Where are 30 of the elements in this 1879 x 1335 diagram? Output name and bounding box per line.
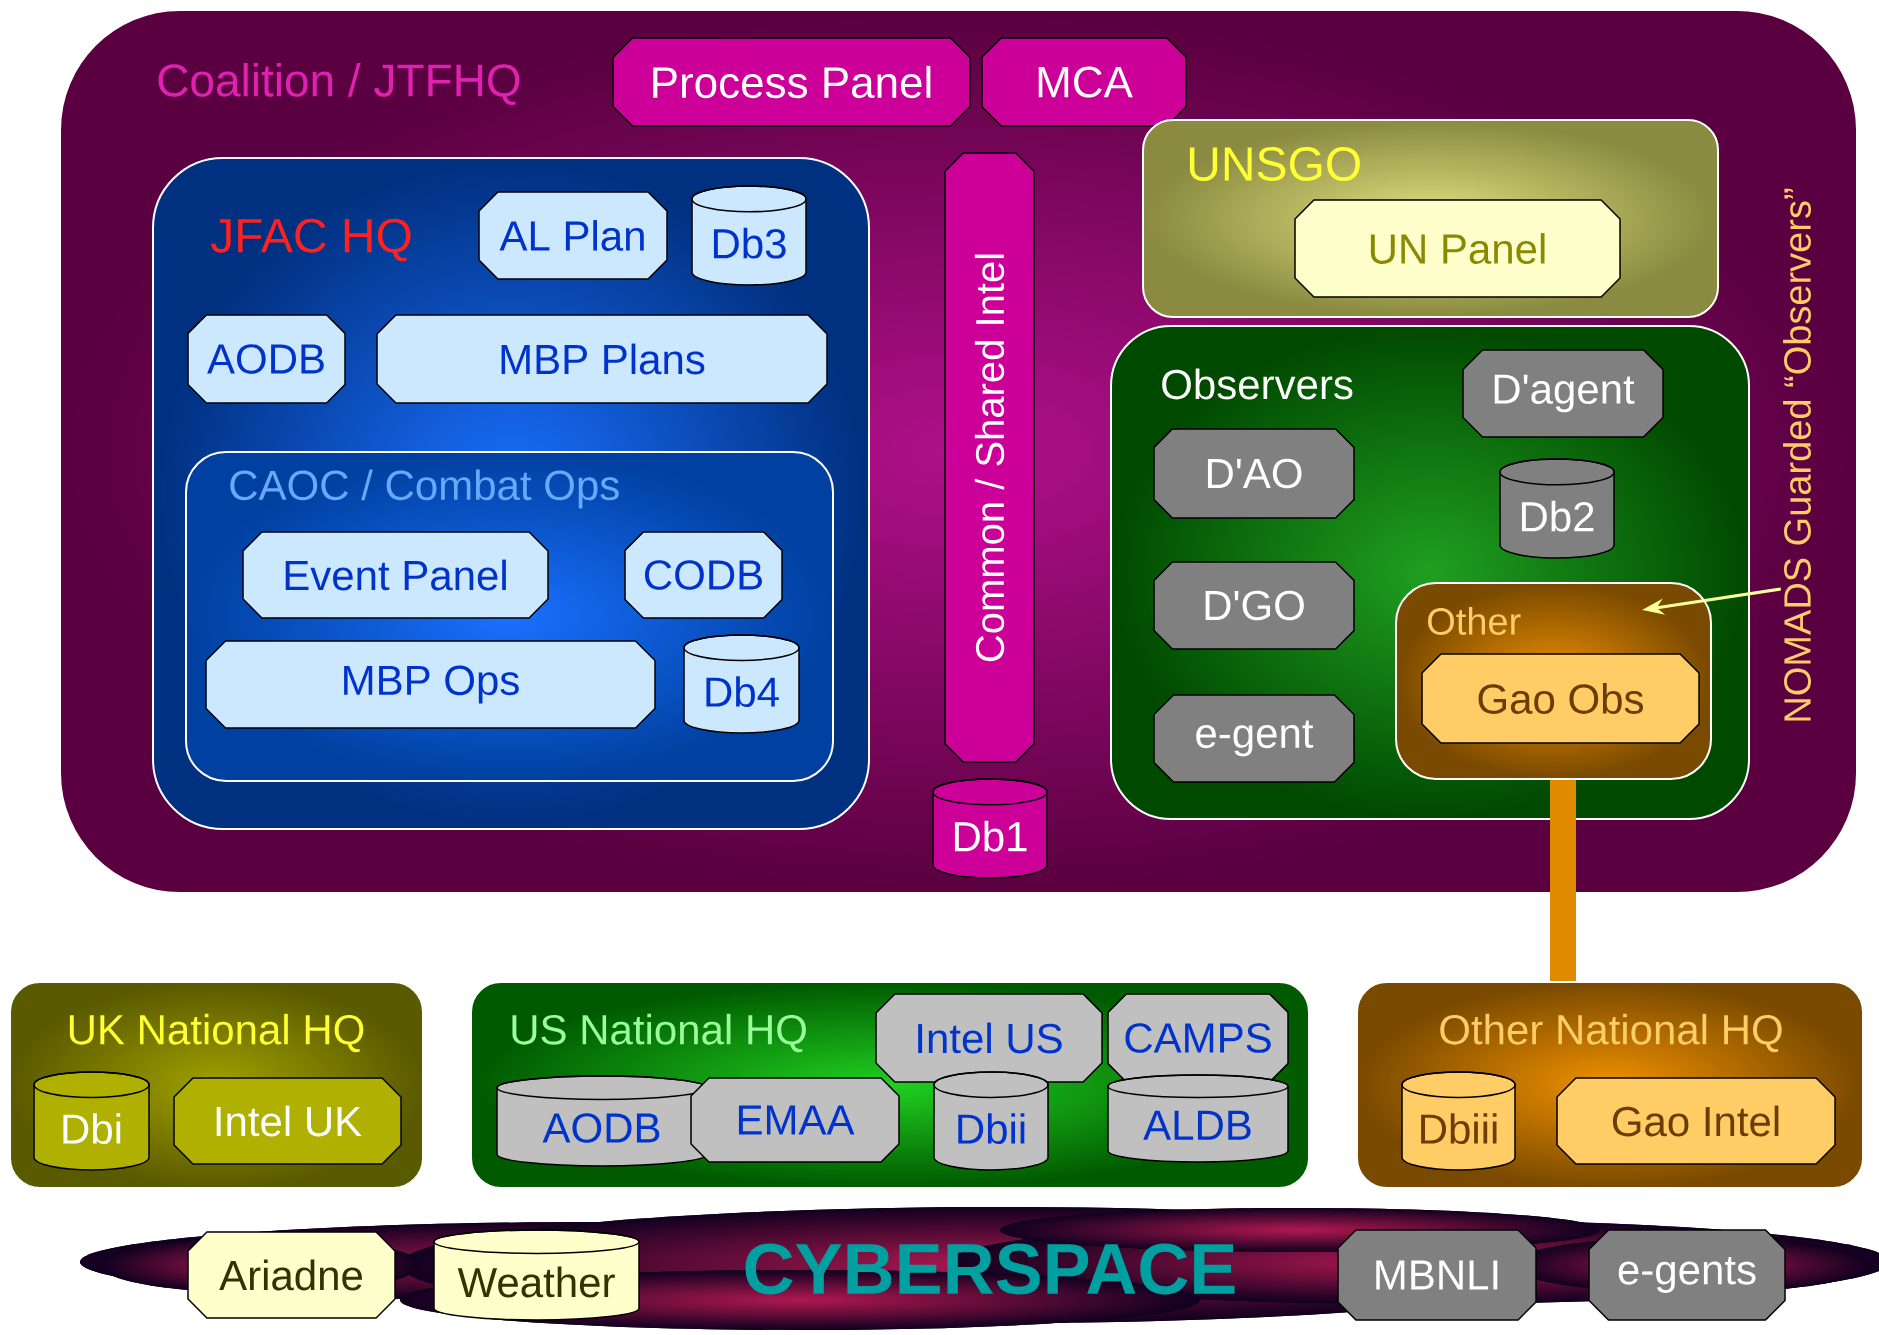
database-cylinder: ALDB xyxy=(1107,1074,1289,1163)
database-cylinder: AODB xyxy=(496,1075,708,1167)
side-annotation: NOMADS Guarded “Observers” xyxy=(1783,188,1811,721)
database-cylinder: Weather xyxy=(433,1229,640,1321)
database-cylinder: Db2 xyxy=(1499,458,1615,559)
database-cylinder: Db3 xyxy=(691,185,807,286)
octagon-box: AODB xyxy=(187,314,346,404)
octagon-box: AL Plan xyxy=(478,191,668,280)
octagon-box: Intel UK xyxy=(173,1077,402,1165)
octagon-box: e-gent xyxy=(1153,694,1355,783)
database-cylinder: Dbiii xyxy=(1401,1071,1516,1171)
octagon-box: MCA xyxy=(981,37,1187,127)
octagon-box: Gao Intel xyxy=(1556,1077,1836,1165)
database-cylinder: Dbi xyxy=(33,1071,150,1171)
octagon-box: CAMPS xyxy=(1107,993,1289,1083)
vertical-banner: Common / Shared Intel xyxy=(944,152,1035,763)
octagon-box: MBNLI xyxy=(1337,1229,1537,1321)
octagon-box: CODB xyxy=(624,531,783,619)
database-cylinder: Db4 xyxy=(683,634,800,734)
connector-stem xyxy=(1550,780,1576,981)
octagon-box: Intel US xyxy=(875,993,1103,1083)
octagon-box: D'agent xyxy=(1462,349,1664,438)
database-cylinder: Dbii xyxy=(933,1071,1049,1171)
octagon-box: Ariadne xyxy=(187,1231,396,1319)
database-cylinder: Db1 xyxy=(932,778,1048,879)
octagon-box: D'AO xyxy=(1153,428,1355,519)
octagon-box: e-gents xyxy=(1588,1229,1786,1321)
octagon-box: D'GO xyxy=(1153,561,1355,650)
octagon-box: Gao Obs xyxy=(1421,653,1700,744)
octagon-box: EMAA xyxy=(690,1077,900,1163)
